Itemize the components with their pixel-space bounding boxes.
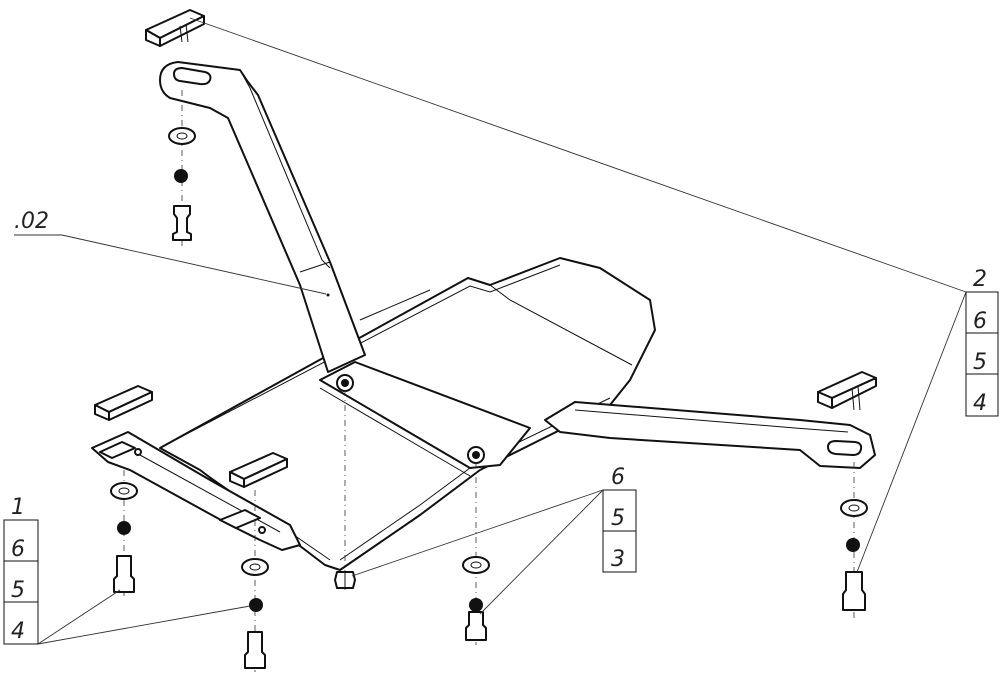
spacer-block-top-left (145, 9, 205, 47)
callout-bottom-center: 6 5 3 (351, 465, 637, 615)
fastener-stack-right (840, 499, 868, 611)
spacer-block-left (94, 385, 153, 421)
callout-bottom-item-1: 6 (611, 465, 625, 490)
spacer-block-right (817, 371, 877, 411)
callout-bottom-item-3: 3 (611, 547, 625, 572)
callout-top-right: 2 6 5 4 (189, 17, 999, 573)
callout-top-right-item-4: 4 (973, 391, 987, 416)
callout-top-right-item-1: 2 (973, 267, 987, 292)
callout-bottom-item-2: 5 (611, 506, 625, 531)
callout-left-item-4: 4 (11, 619, 25, 644)
right-bracket-arm (544, 401, 876, 469)
callout-left-item-1: 1 (11, 495, 25, 520)
center-mounting-plate (319, 361, 531, 477)
upper-left-bracket (159, 61, 366, 373)
callout-left-item-3: 5 (11, 578, 25, 603)
fastener-stack-left (110, 482, 138, 593)
callout-left: 1 6 5 4 (3, 495, 251, 645)
callout-top-right-item-3: 5 (973, 350, 987, 375)
fastener-stack-center-right (462, 556, 490, 641)
fastener-stack-top-left (168, 127, 196, 241)
spacer-block-center-left (229, 452, 288, 488)
part-label: .02 (14, 209, 49, 234)
fastener-nut-center (334, 571, 356, 589)
left-mounting-rail (91, 431, 301, 551)
callout-left-item-2: 6 (11, 537, 25, 562)
callout-top-right-item-2: 6 (973, 309, 987, 334)
fastener-stack-center-left (241, 558, 269, 669)
part-label-callout: .02 (14, 209, 327, 295)
